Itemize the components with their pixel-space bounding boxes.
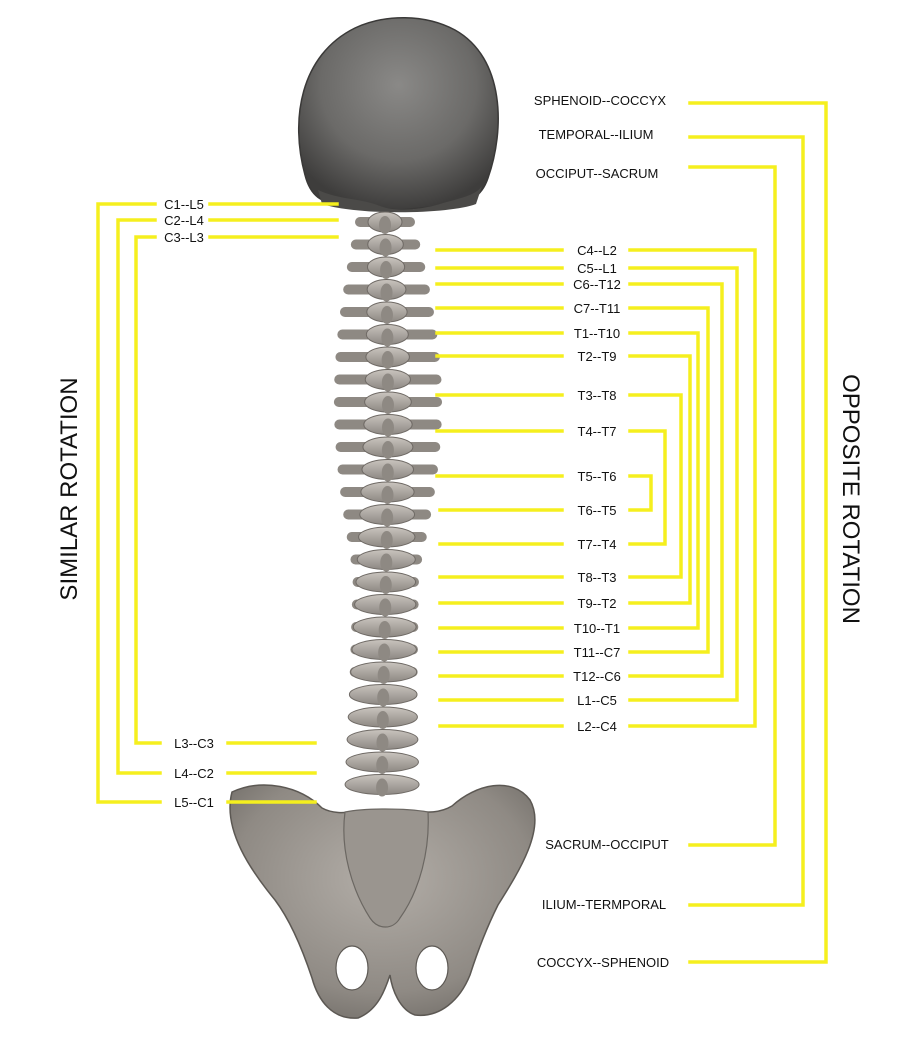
vertebra [335,346,440,369]
obturator-left [335,945,369,991]
vertebra [340,481,435,504]
vertebral-label-9: T5--T6 [578,469,617,484]
skull-base [318,186,482,213]
vertebral-label-13: T9--T2 [578,596,617,611]
vertebral-label-12: T8--T3 [578,570,617,585]
vertebra [343,279,430,302]
sacrum [343,808,429,928]
vertebra [334,369,442,392]
vertebral-label-15: T11--C7 [574,645,621,660]
vert-bracket-8 [628,429,667,546]
cranial-label-1: SPHENOID--COCCYX [534,93,667,108]
vertebra [351,616,419,639]
cranial-label-2: TEMPORAL--ILIUM [539,127,654,142]
opposite-rotation-title: OPPOSITE ROTATION [837,374,864,624]
vertebral-column [333,211,443,797]
vertebra [344,774,420,797]
similar-bracket-2 [116,218,162,775]
vertebral-label-17: L1--C5 [577,693,617,708]
vertebra [346,729,419,752]
similar-label-1: C1--L5 [164,197,204,212]
vert-bracket-1 [628,248,757,728]
vertebra [333,391,443,414]
cranial-label-3: OCCIPUT--SACRUM [536,166,659,181]
similar-label-6: L5--C1 [174,795,214,810]
vert-bracket-3 [628,282,724,678]
similar-bracket-3 [134,235,162,745]
skull [297,17,499,211]
cranial-label-5: ILIUM--TERMPORAL [542,897,666,912]
vertebra [355,211,415,234]
similar-label-5: L4--C2 [174,766,214,781]
similar-rotation-title: SIMILAR ROTATION [56,377,83,600]
vertebra [347,706,418,729]
spine-illustration [229,17,536,1019]
vertebra [346,256,426,279]
vertebra [350,234,421,257]
cranial-bracket-2 [688,135,805,907]
vertebral-label-4: C7--T11 [574,301,621,316]
cranial-label-6: COCCYX--SPHENOID [537,955,669,970]
vertebra [350,549,423,572]
vertebra [346,526,427,549]
vertebra [349,661,418,684]
cranial-bracket-1 [688,101,828,964]
vertebra [334,414,442,437]
similar-label-3: C3--L3 [164,230,204,245]
cranial-label-4: SACRUM--OCCIPUT [545,837,669,852]
vert-bracket-2 [628,266,739,702]
vertebral-label-2: C5--L1 [577,261,617,276]
vert-bracket-7 [628,393,683,579]
vertebra [335,436,441,459]
vertebra [345,751,419,774]
connector-lines [96,101,828,964]
vert-bracket-5 [628,331,700,630]
vert-bracket-9 [628,474,653,512]
vertebra [337,324,438,347]
vertebral-label-3: C6--T12 [573,277,621,292]
vertebra [337,459,438,482]
vertebral-label-6: T2--T9 [578,349,617,364]
vertebral-label-11: T7--T4 [578,537,617,552]
similar-label-4: L3--C3 [174,736,214,751]
vertebral-label-5: T1--T10 [574,326,620,341]
cranial-bracket-3 [688,165,777,847]
vertebra [351,594,419,617]
vert-bracket-6 [628,354,692,605]
vertebra [350,639,418,662]
obturator-right [415,945,449,991]
similar-label-2: C2--L4 [164,213,204,228]
vertebral-label-7: T3--T8 [578,388,617,403]
vertebral-label-8: T4--T7 [578,424,617,439]
vertebra [343,504,432,527]
vertebral-label-18: L2--C4 [577,719,617,734]
vertebral-label-1: C4--L2 [577,243,617,258]
vertebral-label-14: T10--T1 [574,621,620,636]
vertebral-label-16: T12--C6 [573,669,621,684]
vertebra [352,571,419,594]
vert-bracket-4 [628,306,710,654]
similar-bracket-1 [96,202,162,804]
vertebral-label-10: T6--T5 [578,503,617,518]
vertebra [348,684,418,707]
vertebra [339,301,434,324]
